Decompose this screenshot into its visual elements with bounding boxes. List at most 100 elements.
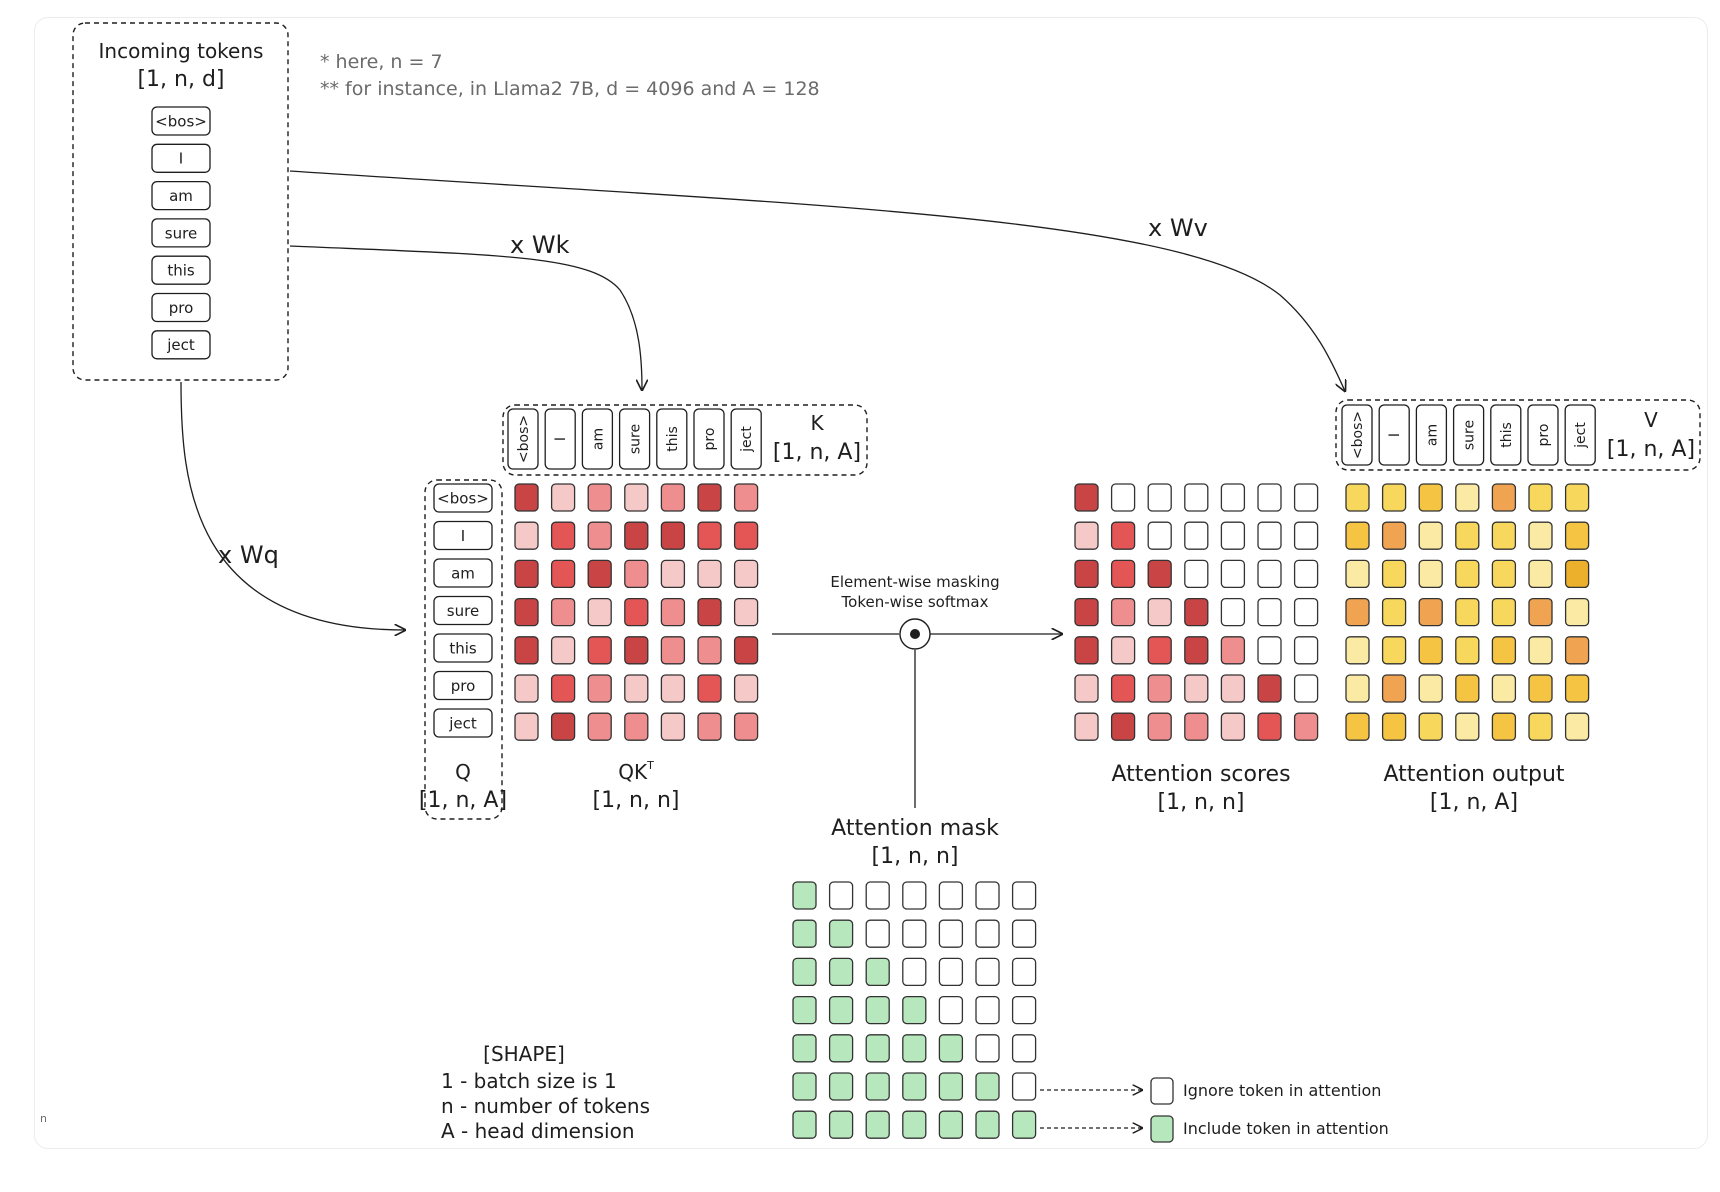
incoming-token-box [151,143,211,173]
qk-cell [624,483,649,512]
q-token-box [433,520,493,551]
qk-cell [550,597,576,627]
v-shape: [1, n, A] [1607,437,1695,462]
shape-legend-line-3: A - head dimension [441,1119,635,1143]
q-shape: [1, n, A] [419,788,507,813]
q-token-label: sure [447,602,479,620]
k-box [502,404,868,476]
output-cell [1345,712,1370,741]
incoming-token-label: pro [169,299,194,317]
output-cell [1528,597,1553,627]
qk-cell [624,559,649,589]
output-cell [1455,483,1480,512]
output-cell [1345,483,1370,512]
k-token-box [693,408,725,470]
qk-cell [660,521,686,550]
output-cell [1564,597,1590,627]
incoming-token-box [151,180,211,211]
scores-cell [1293,712,1319,741]
output-cell [1455,636,1480,665]
wk-label: x Wk [510,231,570,259]
qk-cell [550,636,576,665]
q-token-label: ject [448,714,477,732]
output-cell [1345,597,1370,627]
include-legend-swatch [1150,1115,1174,1143]
output-cell [1528,712,1553,741]
qk-cell [587,559,612,589]
scores-cell [1184,597,1209,627]
scores-cell [1147,521,1172,550]
scores-cell [1257,483,1282,512]
qk-cell [624,597,649,627]
mask-cell [865,919,890,948]
qk-cell [733,636,759,665]
k-token-label: <bos> [516,415,532,463]
qk-cell [624,521,649,550]
qk-cell [587,636,612,665]
output-cell [1564,521,1590,550]
output-cell [1418,483,1443,512]
output-cell [1418,597,1443,627]
v-token-box [1564,404,1596,466]
mask-cell [1011,881,1037,910]
mask-cell [792,957,817,987]
output-cell [1381,636,1407,665]
qk-cell [733,597,759,627]
output-cell [1381,597,1407,627]
qk-cell [587,674,612,703]
mask-cell [975,919,1000,948]
mask-cell [902,1110,927,1139]
mask-cell [792,1072,817,1101]
scores-cell [1184,521,1209,550]
output-cell [1528,483,1553,512]
incoming-token-label: <bos> [155,112,207,130]
note-n: * here, n = 7 [320,51,443,73]
qk-cell [514,597,539,627]
mask-label: Attention mask [831,816,999,841]
qk-cell [514,674,539,703]
output-cell [1381,559,1407,589]
scores-cell [1257,712,1282,741]
output-cell [1564,674,1590,703]
wv-arrow [289,170,1345,391]
output-cell [1528,559,1553,589]
scores-label: Attention scores [1111,762,1290,787]
q-token-box [433,670,493,701]
scores-cell [1293,521,1319,550]
q-token-box [433,708,493,738]
q-token-box [433,595,493,626]
output-cell [1564,712,1590,741]
mask-cell [938,957,964,987]
scores-cell [1184,674,1209,703]
mask-cell [902,995,927,1025]
qk-cell [660,483,686,512]
qk-cell [550,483,576,512]
v-token-box [1490,404,1522,466]
output-label: Attention output [1383,762,1564,787]
scores-cell [1220,674,1246,703]
shape-legend-line-2: n - number of tokens [441,1094,650,1118]
k-token-box [544,408,576,470]
mask-cell [975,957,1000,987]
output-cell [1491,636,1517,665]
mask-cell [865,1072,890,1101]
output-cell [1528,674,1553,703]
scores-cell [1074,636,1099,665]
incoming-token-label: sure [165,224,197,242]
q-token-label: pro [451,677,476,695]
mask-cell [865,1110,890,1139]
mask-cell [792,919,817,948]
qk-cell [514,521,539,550]
scores-cell [1293,597,1319,627]
mask-cell [1011,957,1037,987]
wq-arrow [180,381,405,630]
k-token-label: sure [628,424,644,454]
k-token-label: pro [702,428,718,451]
q-token-box [433,558,493,588]
scores-cell [1074,712,1099,741]
qk-cell [550,712,576,741]
qk-cell [587,597,612,627]
corner-mark: n [40,1112,47,1125]
masking-operator-dot [910,629,920,639]
